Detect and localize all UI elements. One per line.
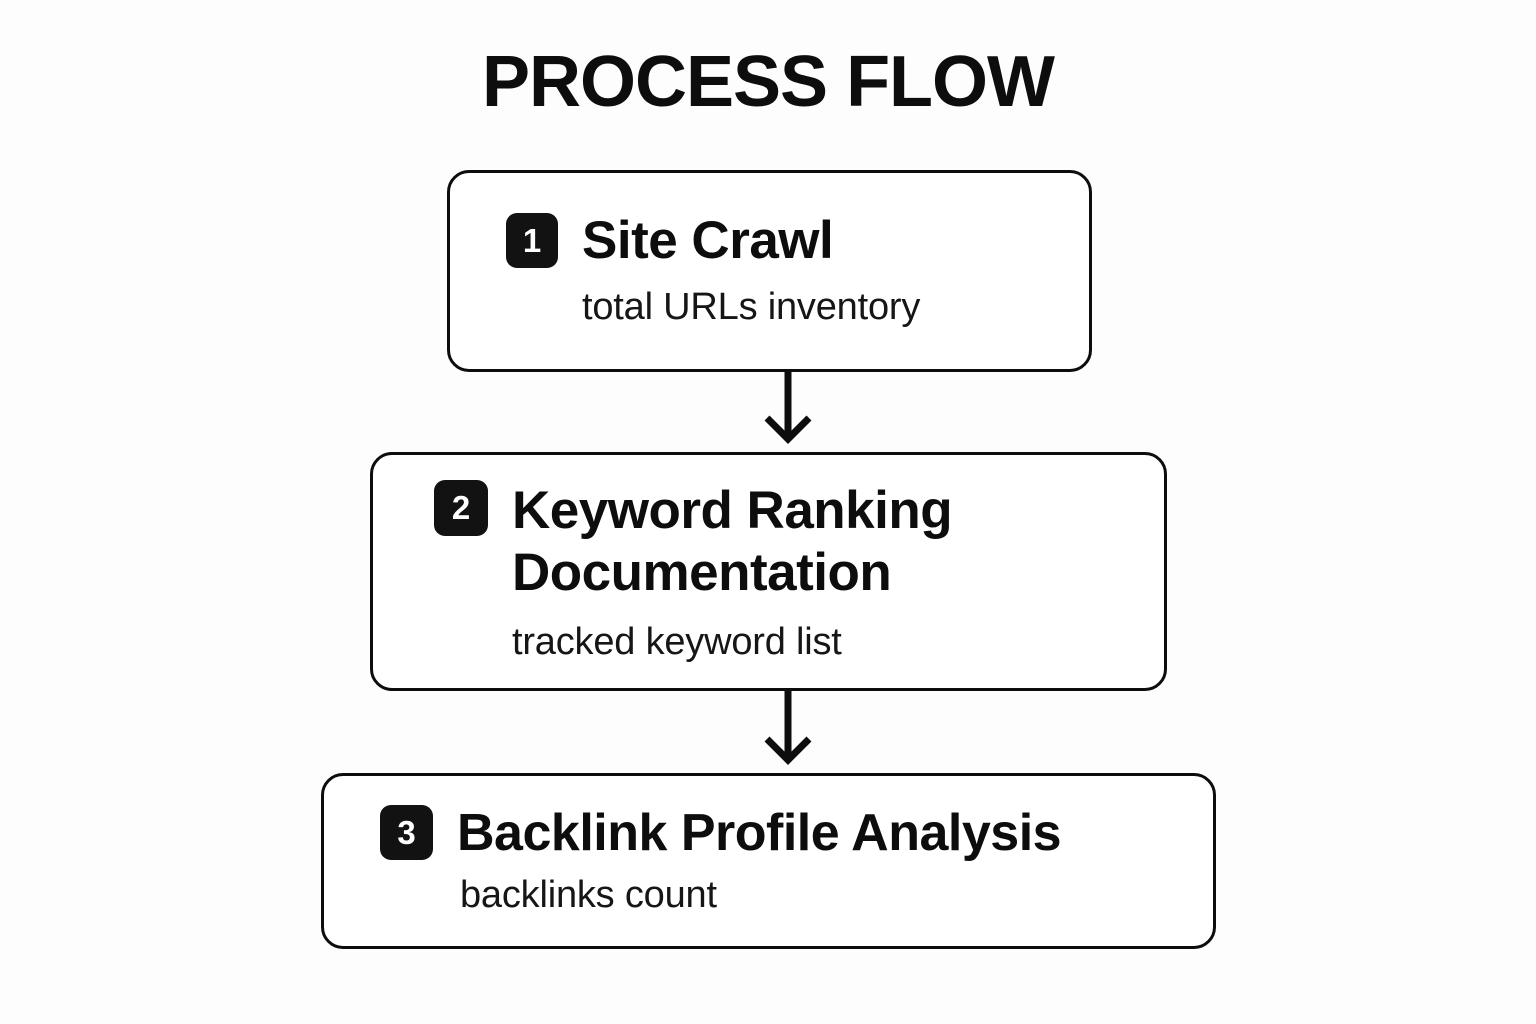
step-title-3: Backlink Profile Analysis <box>457 804 1062 862</box>
step-number-badge-1: 1 <box>506 213 558 268</box>
step-number-badge-3: 3 <box>380 805 433 860</box>
connector-arrow-1 <box>748 371 828 453</box>
step-header-3: 3 Backlink Profile Analysis <box>380 805 1213 861</box>
page-title: PROCESS FLOW <box>481 42 1055 122</box>
step-box-1[interactable]: 1 Site Crawl total URLs inventory <box>447 170 1092 372</box>
step-box-2[interactable]: 2 Keyword Ranking Documentation tracked … <box>370 452 1167 691</box>
step-box-3[interactable]: 3 Backlink Profile Analysis backlinks co… <box>321 773 1216 949</box>
step-title-2: Keyword Ranking Documentation <box>512 480 953 602</box>
step-header-1: 1 Site Crawl <box>506 213 1089 269</box>
step-number-badge-2: 2 <box>434 479 488 536</box>
arrow-down-icon <box>764 371 812 444</box>
step-subtitle-3: backlinks count <box>460 874 717 916</box>
step-title-1: Site Crawl <box>582 211 834 270</box>
step-header-2: 2 Keyword Ranking Documentation <box>434 479 1164 604</box>
step-subtitle-2: tracked keyword list <box>512 620 842 663</box>
connector-arrow-2 <box>748 690 828 774</box>
step-subtitle-1: total URLs inventory <box>582 286 921 328</box>
arrow-down-icon <box>764 690 812 765</box>
